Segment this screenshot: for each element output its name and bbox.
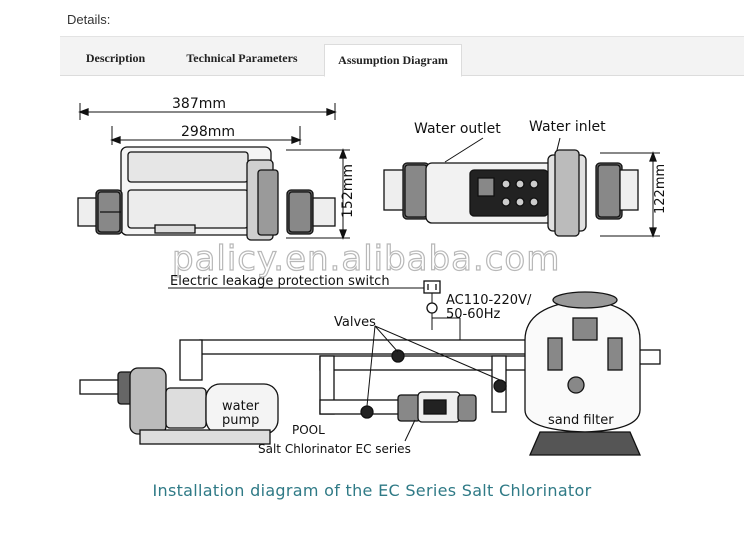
sand-filter-label: sand filter	[548, 413, 614, 428]
dim-298-label: 298mm	[181, 124, 235, 140]
installation-plumbing	[79, 280, 661, 456]
power-spec-line2: 50-60Hz	[446, 307, 501, 322]
chlorinator-label: Salt Chlorinator EC series	[258, 442, 411, 456]
tab-bar: Description Technical Parameters Assumpt…	[60, 36, 744, 77]
water-pump-label-line1: water	[222, 399, 260, 414]
dim-122-label: 122mm	[653, 164, 668, 214]
valves-label: Valves	[334, 315, 376, 330]
diagram-caption: Installation diagram of the EC Series Sa…	[152, 481, 592, 500]
leakage-switch-label: Electric leakage protection switch	[170, 274, 390, 289]
tab-assumption-diagram[interactable]: Assumption Diagram	[324, 44, 462, 77]
dim-387-label: 387mm	[172, 96, 226, 112]
tab-technical-parameters[interactable]: Technical Parameters	[186, 51, 298, 65]
water-outlet-label: Water outlet	[414, 121, 501, 137]
chlorinator-top-view	[383, 137, 660, 238]
chlorinator-side-view	[77, 103, 350, 241]
power-spec-line1: AC110-220V/	[446, 293, 532, 308]
water-pump-label-line2: pump	[222, 413, 259, 428]
water-inlet-label: Water inlet	[529, 119, 606, 135]
details-label: Details:	[67, 12, 111, 27]
tab-description[interactable]: Description	[85, 51, 146, 65]
installation-diagram: 387mm 298mm 152mm 122mm Water outlet Wat…	[77, 96, 668, 456]
dim-152-label: 152mm	[340, 164, 356, 218]
watermark-text: palicy.en.alibaba.com	[172, 239, 560, 279]
pool-label: POOL	[292, 423, 325, 437]
